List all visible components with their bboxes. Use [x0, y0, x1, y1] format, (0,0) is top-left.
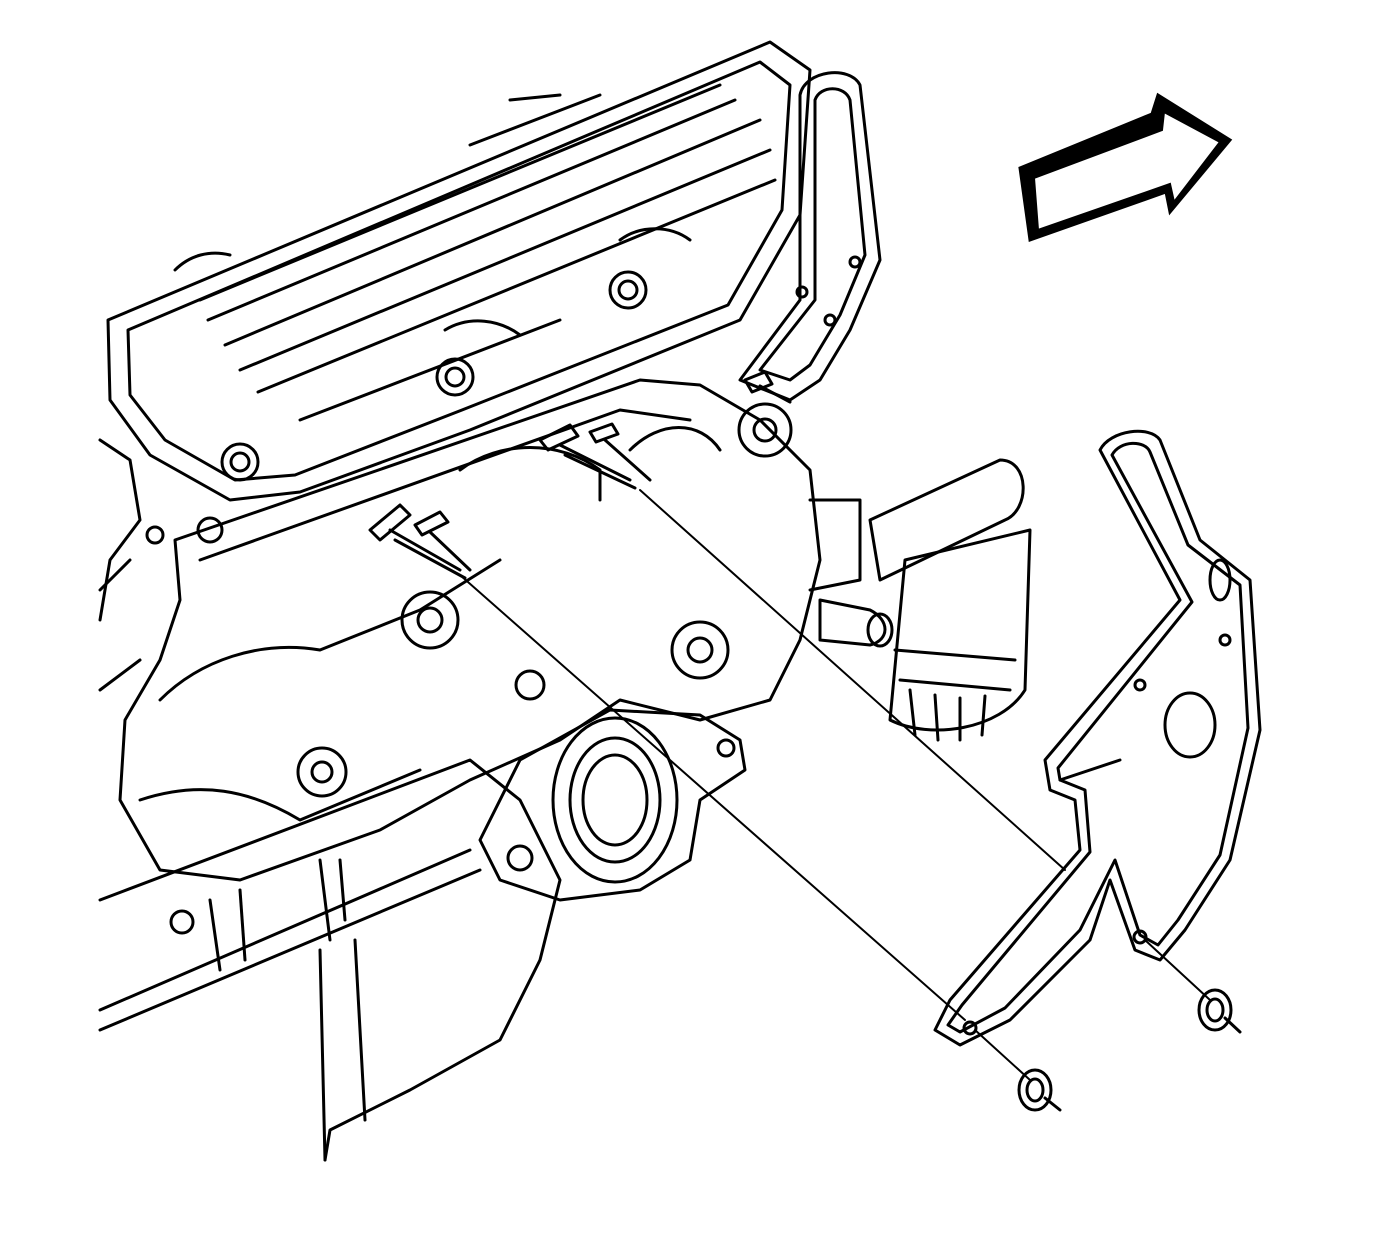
nut: [1017, 1068, 1062, 1112]
valve-cover: [106, 40, 812, 502]
bolt: [588, 422, 652, 482]
manifold-stud: [514, 669, 546, 701]
manifold-studs: [296, 402, 793, 798]
heat-shield-strap: [738, 71, 882, 402]
bolt: [413, 510, 472, 572]
manifold-bolts: [368, 370, 792, 580]
nuts: [1017, 988, 1242, 1112]
valve-cover-bolt: [220, 442, 260, 482]
oil-filter: [808, 458, 1032, 742]
valve-cover-bolt: [435, 357, 475, 397]
valve-cover-bolt: [608, 270, 648, 310]
leader-lines: [459, 489, 1211, 1081]
manifold-stud: [400, 590, 460, 650]
manifold-stud: [737, 402, 793, 458]
bracket: [933, 429, 1262, 1047]
manifold-stud: [296, 746, 348, 798]
bolt: [743, 370, 792, 404]
engine-block: [98, 438, 367, 1162]
direction-arrow-icon: [1018, 92, 1233, 243]
exhaust-manifold: [98, 378, 822, 1162]
bolt: [538, 423, 637, 490]
exhaust-flange: [478, 708, 747, 902]
valve-cover-bolts: [220, 270, 648, 482]
bolt: [368, 503, 467, 580]
nut: [1197, 988, 1242, 1034]
manifold-stud: [670, 620, 730, 680]
